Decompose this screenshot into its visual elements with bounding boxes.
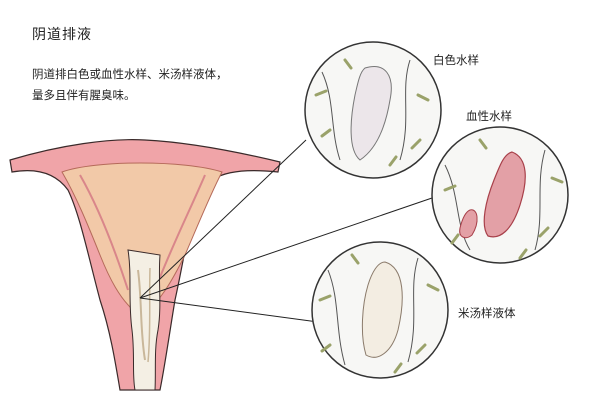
label-rice-soup: 米汤样液体 — [458, 306, 516, 320]
leader-lines — [139, 139, 433, 323]
uterus-illustration — [9, 139, 281, 391]
description-line-1: 阴道排白色或血性水样、米汤样液体， — [32, 67, 228, 81]
leader-line-white — [139, 139, 307, 299]
leader-line-blood — [139, 197, 433, 299]
magnified-circle-blood — [431, 126, 569, 264]
magnified-circle-white — [304, 41, 442, 179]
leader-line-rice — [139, 297, 319, 323]
magnified-circle-rice — [311, 241, 449, 379]
label-white-watery: 白色水样 — [433, 53, 479, 67]
label-bloody-watery: 血性水样 — [466, 109, 512, 123]
diagram-title: 阴道排液 — [32, 27, 92, 43]
description-text: 阴道排白色或血性水样、米汤样液体， 量多且伴有腥臭味。 — [32, 64, 292, 106]
description-line-2: 量多且伴有腥臭味。 — [32, 88, 136, 102]
